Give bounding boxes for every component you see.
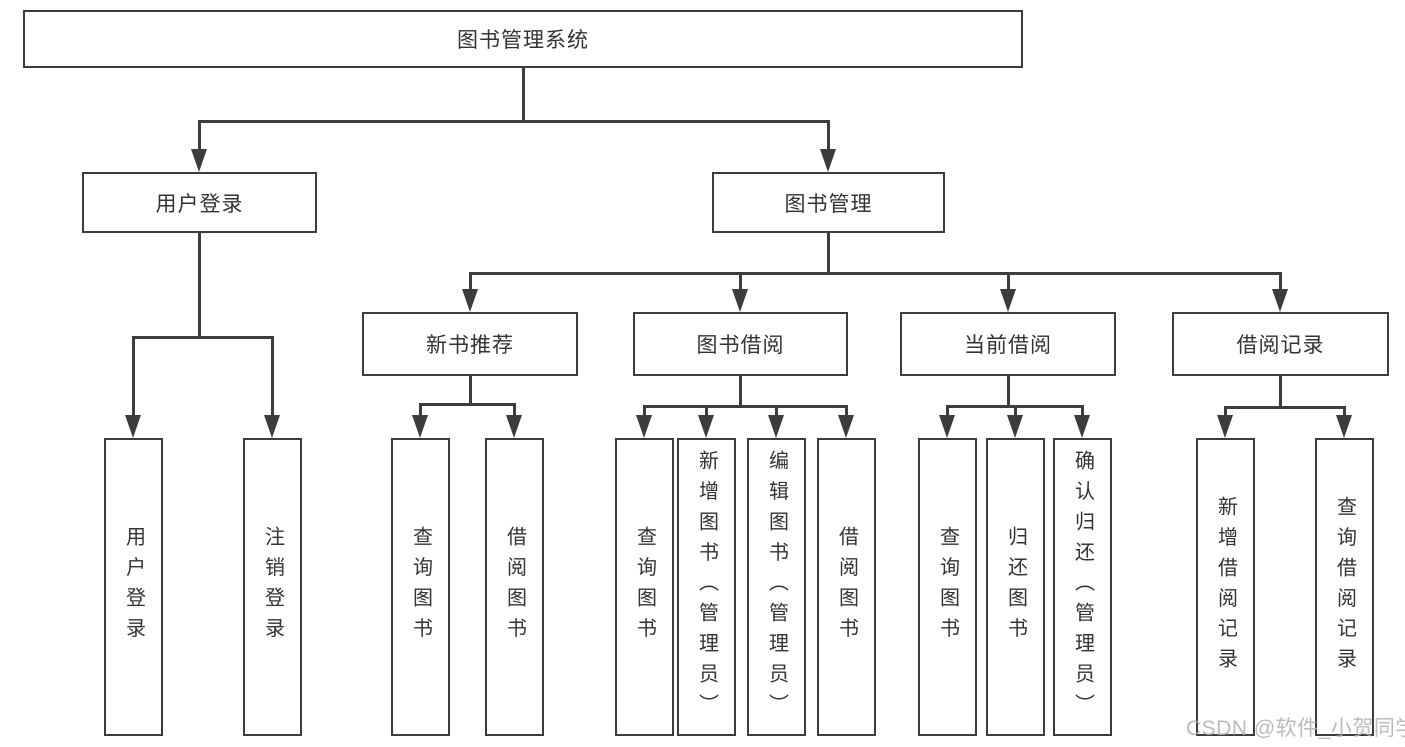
connector-stem-new-book-recommend: [468, 376, 472, 406]
node-label-book-borrow: 图书借阅: [696, 334, 785, 357]
connector-drop-leaf-return-book: [1014, 405, 1017, 416]
node-label-current-borrow: 当前借阅: [964, 334, 1052, 357]
node-label-leaf-query-borrow-record: 查询借阅记录: [1333, 495, 1356, 679]
connector-stem-user-login: [198, 233, 201, 339]
node-label-leaf-return-book: 归还图书: [1004, 526, 1027, 648]
arrow-down-icon-user-login: [191, 149, 207, 172]
connector-drop-book-management: [827, 120, 830, 150]
arrow-down-icon-leaf-return-book: [1007, 415, 1023, 438]
node-book-management: 图书管理: [712, 172, 945, 233]
arrow-down-icon-current-borrow: [999, 289, 1016, 312]
node-label-leaf-user-login: 用户登录: [122, 526, 145, 648]
connector-split-borrow-records: [1224, 406, 1346, 409]
connector-stem-borrow-records: [1279, 376, 1282, 409]
node-label-leaf-query-book-3: 查询图书: [936, 526, 959, 648]
connector-drop-leaf-borrow-book-1: [513, 403, 516, 416]
node-label-leaf-query-book-2: 查询图书: [633, 526, 656, 648]
node-leaf-confirm-return: 确认归还（管理员）: [1053, 438, 1112, 736]
node-label-leaf-query-book-1: 查询图书: [409, 526, 432, 648]
node-leaf-edit-book-admin: 编辑图书（管理员）: [747, 438, 806, 736]
node-label-leaf-borrow-book-1: 借阅图书: [503, 526, 526, 648]
connector-drop-leaf-query-book-1: [419, 403, 422, 416]
connector-drop-leaf-edit-book-admin: [775, 405, 778, 416]
node-leaf-borrow-book-1: 借阅图书: [485, 438, 544, 736]
connector-split-book-borrow: [643, 405, 848, 408]
arrow-down-icon-leaf-query-borrow-record: [1336, 415, 1352, 438]
node-leaf-add-book-admin: 新增图书（管理员）: [677, 438, 736, 736]
arrow-down-icon-leaf-logout: [264, 415, 280, 438]
node-leaf-borrow-book-2: 借阅图书: [817, 438, 876, 736]
arrow-down-icon-leaf-user-login: [125, 415, 141, 438]
node-leaf-return-book: 归还图书: [986, 438, 1045, 736]
node-label-leaf-confirm-return: 确认归还（管理员）: [1071, 450, 1094, 724]
node-leaf-query-book-1: 查询图书: [391, 438, 450, 736]
node-root: 图书管理系统: [23, 10, 1023, 68]
connector-drop-book-borrow: [739, 272, 742, 290]
connector-split-root: [198, 120, 830, 123]
node-leaf-query-book-3: 查询图书: [918, 438, 977, 736]
connector-drop-leaf-user-login: [132, 336, 135, 416]
arrow-down-icon-leaf-query-book-2: [636, 415, 652, 438]
connector-drop-leaf-add-borrow-record: [1224, 406, 1227, 416]
node-leaf-user-login: 用户登录: [104, 438, 163, 736]
arrow-down-icon-leaf-add-borrow-record: [1217, 415, 1233, 438]
connector-drop-leaf-query-book-3: [946, 405, 949, 416]
node-label-leaf-logout: 注销登录: [261, 526, 284, 648]
node-label-leaf-add-borrow-record: 新增借阅记录: [1214, 495, 1237, 679]
node-current-borrow: 当前借阅: [900, 312, 1116, 376]
node-user-login: 用户登录: [82, 172, 317, 233]
arrow-down-icon-borrow-records: [1272, 289, 1288, 312]
connector-drop-leaf-logout: [271, 336, 274, 416]
connector-stem-current-borrow: [1006, 376, 1010, 408]
node-new-book-recommend: 新书推荐: [362, 312, 578, 376]
connector-drop-user-login: [198, 120, 201, 150]
arrow-down-icon-leaf-borrow-book-1: [506, 415, 522, 438]
node-borrow-records: 借阅记录: [1172, 312, 1389, 376]
arrow-down-icon-book-management: [820, 149, 836, 172]
connector-stem-book-management: [827, 233, 830, 275]
csdn-watermark: CSDN @软件_小贺同学: [1186, 717, 1405, 740]
node-label-leaf-add-book-admin: 新增图书（管理员）: [695, 450, 718, 724]
arrow-down-icon-leaf-confirm-return: [1074, 415, 1090, 438]
connector-drop-leaf-borrow-book-2: [845, 405, 848, 416]
arrow-down-icon-leaf-query-book-1: [412, 415, 428, 438]
arrow-down-icon-new-book-recommend: [461, 289, 478, 312]
node-label-leaf-edit-book-admin: 编辑图书（管理员）: [765, 450, 788, 724]
node-label-user-login: 用户登录: [155, 192, 244, 216]
connector-drop-leaf-confirm-return: [1081, 405, 1084, 416]
arrow-down-icon-leaf-query-book-3: [939, 415, 955, 438]
connector-drop-current-borrow: [1006, 272, 1010, 290]
connector-split-user-login: [132, 336, 274, 339]
node-leaf-query-book-2: 查询图书: [615, 438, 674, 736]
node-label-root: 图书管理系统: [457, 29, 589, 52]
node-leaf-query-borrow-record: 查询借阅记录: [1315, 438, 1374, 736]
node-label-new-book-recommend: 新书推荐: [426, 334, 514, 357]
connector-split-book-management: [468, 272, 1282, 275]
node-label-book-management: 图书管理: [784, 192, 873, 216]
connector-drop-borrow-records: [1279, 272, 1282, 290]
connector-drop-leaf-add-book-admin: [705, 405, 708, 416]
node-book-borrow: 图书借阅: [633, 312, 848, 376]
arrow-down-icon-book-borrow: [732, 289, 748, 312]
arrow-down-icon-leaf-edit-book-admin: [768, 415, 784, 438]
node-leaf-add-borrow-record: 新增借阅记录: [1196, 438, 1255, 736]
connector-drop-leaf-query-book-2: [643, 405, 646, 416]
connector-stem-root: [521, 68, 525, 123]
connector-drop-leaf-query-borrow-record: [1343, 406, 1346, 416]
node-leaf-logout: 注销登录: [243, 438, 302, 736]
arrow-down-icon-leaf-add-book-admin: [698, 415, 714, 438]
connector-stem-book-borrow: [739, 376, 742, 408]
node-label-leaf-borrow-book-2: 借阅图书: [835, 526, 858, 648]
connector-drop-new-book-recommend: [468, 272, 472, 290]
connector-split-new-book-recommend: [419, 403, 516, 406]
node-label-borrow-records: 借阅记录: [1236, 334, 1325, 357]
arrow-down-icon-leaf-borrow-book-2: [838, 415, 854, 438]
